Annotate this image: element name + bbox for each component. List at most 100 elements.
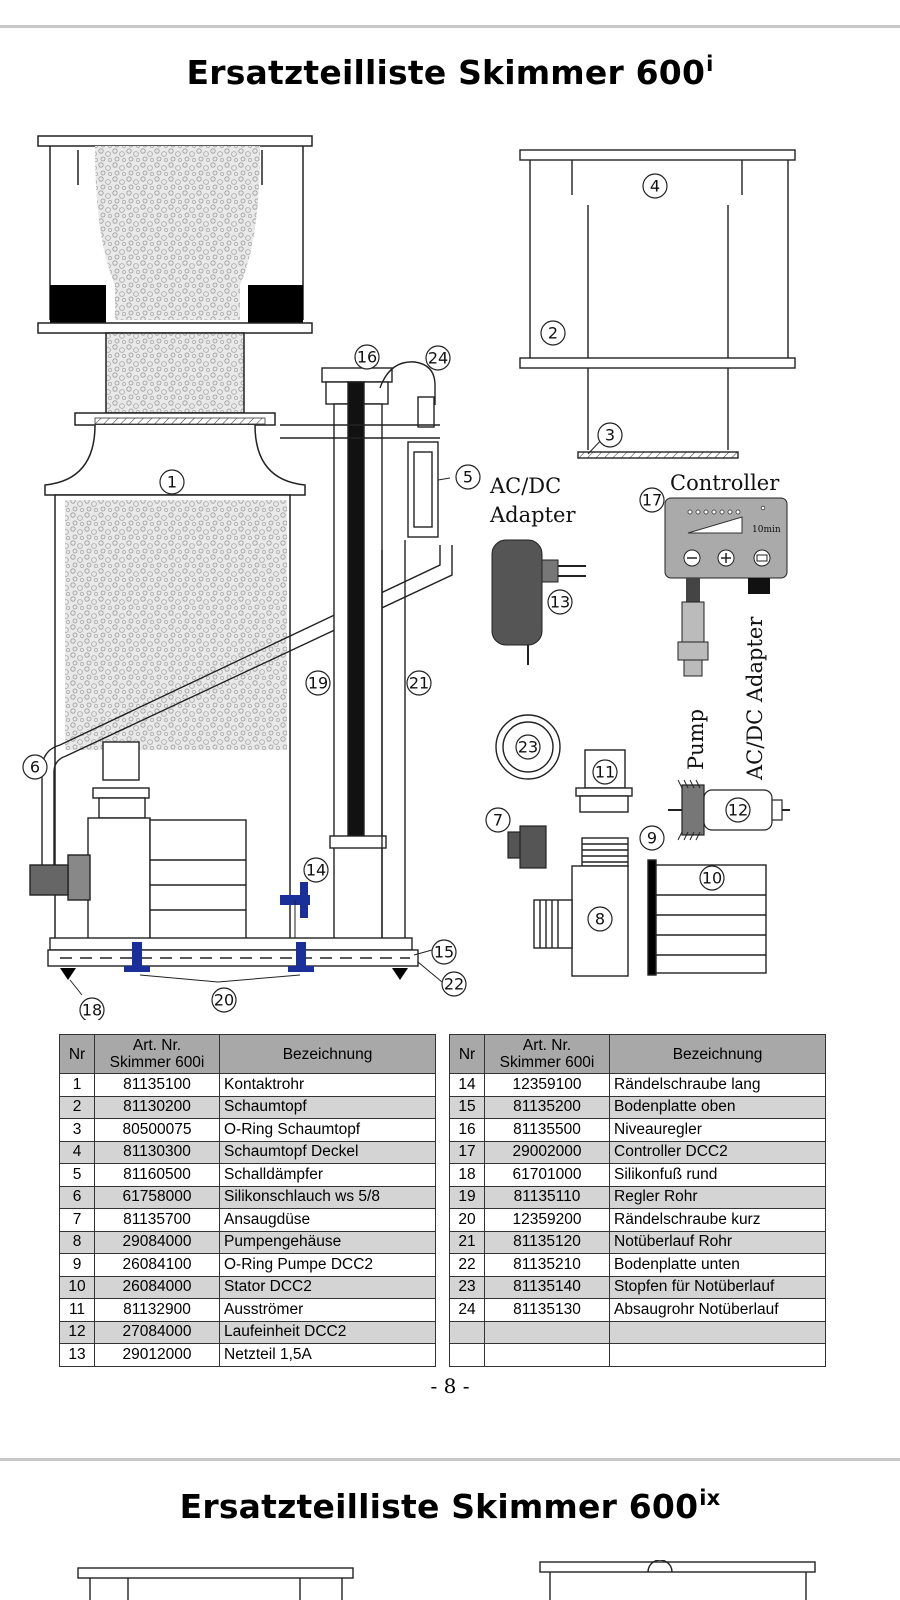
ac-dc-label-line1: AC/DC [489, 474, 561, 498]
cell-bezeichnung: Controller DCC2 [609, 1140, 826, 1164]
adapter-cable-label: AC/DC Adapter [743, 616, 767, 781]
callout-7: 7 [485, 807, 511, 833]
cell-art-nr: 81135210 [484, 1253, 610, 1277]
svg-text:1: 1 [167, 473, 177, 492]
cell-art-nr: 81135700 [94, 1208, 220, 1232]
cell-bezeichnung: Pumpengehäuse [219, 1230, 436, 1254]
svg-text:7: 7 [493, 811, 503, 830]
skimmer-foam-cup [37, 135, 313, 334]
header-art-nr: Art. Nr.Skimmer 600i [94, 1034, 220, 1074]
cell-art-nr: 27084000 [94, 1320, 220, 1344]
cell-nr: 6 [59, 1185, 95, 1209]
controller-label: Controller [670, 471, 780, 495]
silicone-feet [60, 968, 408, 980]
cell-bezeichnung: Absaugrohr Notüberlauf [609, 1298, 826, 1322]
cell-nr: 14 [449, 1073, 485, 1097]
top-page-rule [0, 25, 900, 28]
callout-22: 22 [417, 961, 467, 997]
cell-bezeichnung: Kontaktrohr [219, 1073, 436, 1097]
callout-20: 20 [211, 987, 237, 1013]
cell-art-nr [484, 1320, 610, 1344]
cell-bezeichnung: Schaumtopf Deckel [219, 1140, 436, 1164]
overflow-stopper [495, 714, 561, 780]
cell-bezeichnung: Ausströmer [219, 1298, 436, 1322]
cell-nr: 24 [449, 1298, 485, 1322]
power-adapter [491, 539, 586, 665]
level-regulator [280, 361, 440, 945]
cell-nr: 8 [59, 1230, 95, 1254]
cell-bezeichnung: O-Ring Schaumtopf [219, 1118, 436, 1142]
cell-art-nr: 61701000 [484, 1163, 610, 1187]
cell-nr: 23 [449, 1275, 485, 1299]
cell-art-nr: 81135130 [484, 1298, 610, 1322]
callout-3: 3 [587, 422, 623, 455]
cell-nr: 13 [59, 1343, 95, 1367]
svg-text:4: 4 [650, 177, 660, 196]
cell-art-nr: 81135110 [484, 1185, 610, 1209]
callout-12: 12 [725, 797, 751, 823]
cell-bezeichnung: Silikonschlauch ws 5/8 [219, 1185, 436, 1209]
cell-nr: 17 [449, 1140, 485, 1164]
svg-text:12: 12 [728, 801, 748, 820]
table-row [449, 1343, 826, 1367]
callout-9: 9 [639, 825, 665, 851]
cell-nr: 21 [449, 1230, 485, 1254]
svg-text:22: 22 [444, 975, 464, 994]
cell-nr: 18 [449, 1163, 485, 1187]
svg-text:14: 14 [306, 861, 326, 880]
controller-scale-label: 10min [752, 525, 781, 535]
cell-bezeichnung: Ansaugdüse [219, 1208, 436, 1232]
cell-nr: 19 [449, 1185, 485, 1209]
cell-art-nr: 81135100 [94, 1073, 220, 1097]
cell-nr: 16 [449, 1118, 485, 1142]
cell-art-nr: 61758000 [94, 1185, 220, 1209]
cell-art-nr: 12359200 [484, 1208, 610, 1232]
svg-text:3: 3 [605, 426, 615, 445]
pump-housing [533, 837, 629, 977]
cell-nr: 22 [449, 1253, 485, 1277]
page-title: Ersatzteilliste Skimmer 600i [186, 52, 714, 92]
callout-24: 24 [425, 345, 451, 371]
svg-text:15: 15 [434, 943, 454, 962]
callout-15: 15 [413, 939, 457, 965]
cell-bezeichnung: Schalldämpfer [219, 1163, 436, 1187]
callout-16: 16 [354, 344, 380, 370]
callout-23: 23 [515, 734, 541, 760]
callout-14: 14 [303, 857, 329, 883]
cell-art-nr: 26084000 [94, 1275, 220, 1299]
svg-text:17: 17 [642, 491, 662, 510]
table-header-row: Nr Art. Nr.Skimmer 600i Bezeichnung [59, 1034, 436, 1074]
next-page-diagram-top [77, 1560, 816, 1600]
header-art-nr: Art. Nr.Skimmer 600i [484, 1034, 610, 1074]
header-bezeichnung: Bezeichnung [219, 1034, 436, 1074]
cell-bezeichnung: Schaumtopf [219, 1095, 436, 1119]
callout-2: 2 [540, 320, 566, 346]
cell-bezeichnung: Regler Rohr [609, 1185, 826, 1209]
svg-text:5: 5 [463, 468, 473, 487]
skimmer-neck [44, 332, 306, 496]
cell-bezeichnung: Rändelschraube lang [609, 1073, 826, 1097]
svg-text:8: 8 [595, 910, 605, 929]
cell-art-nr: 29002000 [484, 1140, 610, 1164]
cell-art-nr [484, 1343, 610, 1367]
base-plates [47, 937, 419, 967]
air-diffuser [575, 749, 633, 813]
callout-5: 5 [437, 464, 481, 490]
